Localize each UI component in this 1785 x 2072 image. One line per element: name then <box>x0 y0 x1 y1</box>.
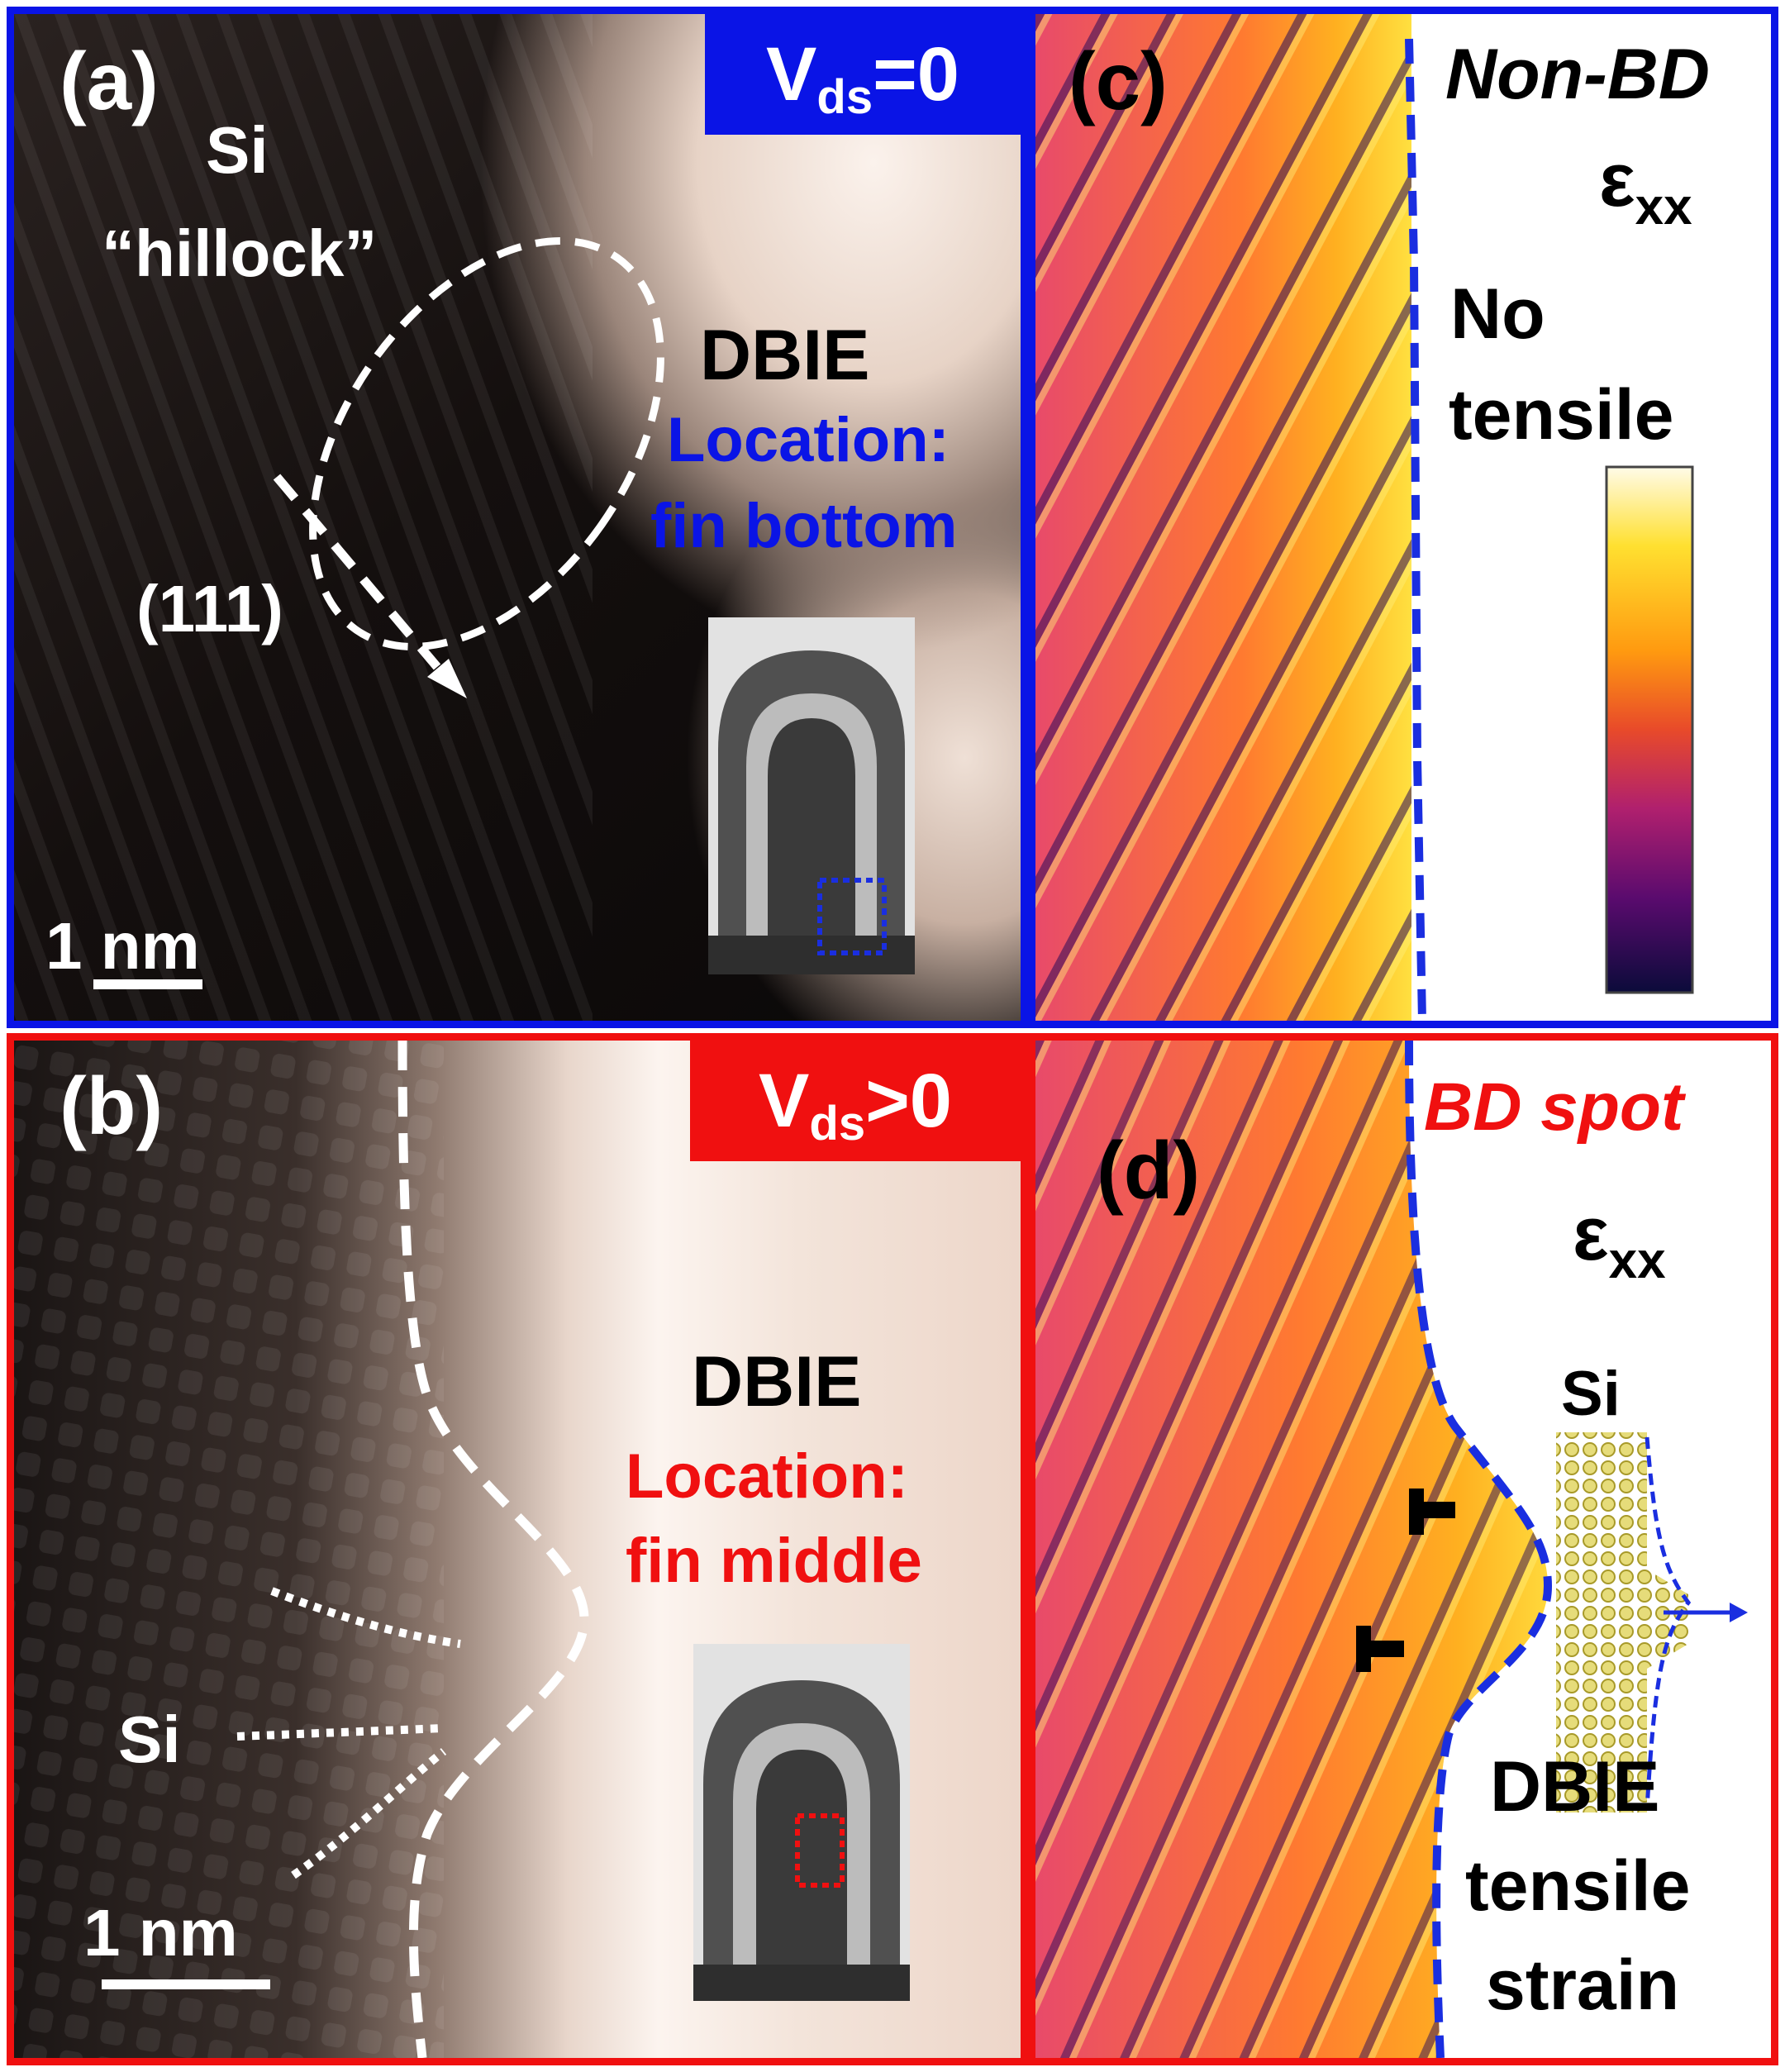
interface-boundary-c <box>1405 38 1426 1021</box>
fin-inset-drawing <box>693 1644 910 2001</box>
location-value: fin middle <box>626 1526 922 1596</box>
location-label: Location: <box>626 1441 908 1512</box>
panel-title: BD spot <box>1424 1069 1684 1145</box>
hillock-ellipse <box>309 237 664 650</box>
fin-inset-drawing <box>708 617 915 974</box>
scalebar-label: 1 nm <box>45 909 200 983</box>
note-line-2: tensile <box>1465 1846 1691 1926</box>
note-line-1: DBIE <box>1490 1747 1660 1827</box>
si-dotted-line-top <box>270 1587 461 1648</box>
note-line-2: tensile <box>1449 375 1674 455</box>
inset-roi-box <box>817 878 887 955</box>
location-value: fin bottom <box>650 491 958 561</box>
location-label: Location: <box>667 405 950 475</box>
note-line-3: strain <box>1486 1946 1680 2025</box>
model-curve <box>1645 1436 1692 1810</box>
fin-inset-image <box>693 1644 910 2001</box>
scalebar-line-b <box>102 1979 270 1989</box>
panel-label: (a) <box>60 36 159 126</box>
interface-curve-b <box>397 1041 589 2058</box>
lattice-texture-a <box>14 14 664 1021</box>
plane-arrowhead <box>427 659 467 698</box>
dbie-label: DBIE <box>700 316 870 395</box>
fin-inset-image <box>708 617 915 974</box>
panel-label: (c) <box>1069 36 1168 126</box>
dislocation-symbol-2 <box>1356 1626 1404 1672</box>
strain-map-c <box>1035 14 1694 1021</box>
colorbar <box>1605 465 1694 994</box>
dbie-label: DBIE <box>692 1342 862 1422</box>
si-label: Si <box>206 113 269 187</box>
strain-map-d <box>1035 1041 1748 2058</box>
si-dotted-line-bottom <box>291 1748 447 1879</box>
strain-symbol: εxx <box>1573 1192 1666 1289</box>
overlay-b <box>14 1041 589 2058</box>
panel-label: (b) <box>60 1060 164 1151</box>
panel-c: (c) Non-BD εxx No tensile <box>1028 7 1778 1028</box>
hillock-label: “hillock” <box>102 217 378 290</box>
panel-d: (d) BD spot εxx Si DBIE tensile strain <box>1028 1033 1778 2065</box>
si-dotted-line-middle <box>236 1724 445 1741</box>
strain-symbol: εxx <box>1599 138 1692 236</box>
scalebar-label: 1 nm <box>83 1896 238 1970</box>
si-label: Si <box>1561 1359 1621 1429</box>
si-label: Si <box>118 1703 181 1776</box>
panel-title: Non-BD <box>1445 35 1711 114</box>
dislocation-symbol-1 <box>1409 1489 1455 1535</box>
scalebar-line-a <box>93 979 202 989</box>
panel-label: (d) <box>1097 1125 1201 1216</box>
model-arrowhead <box>1730 1603 1748 1622</box>
atomic-model <box>1556 1432 1748 1812</box>
interface-boundary-d <box>1405 1041 1553 2058</box>
note-line-1: No <box>1450 274 1545 354</box>
plane-label: (111) <box>136 572 283 645</box>
